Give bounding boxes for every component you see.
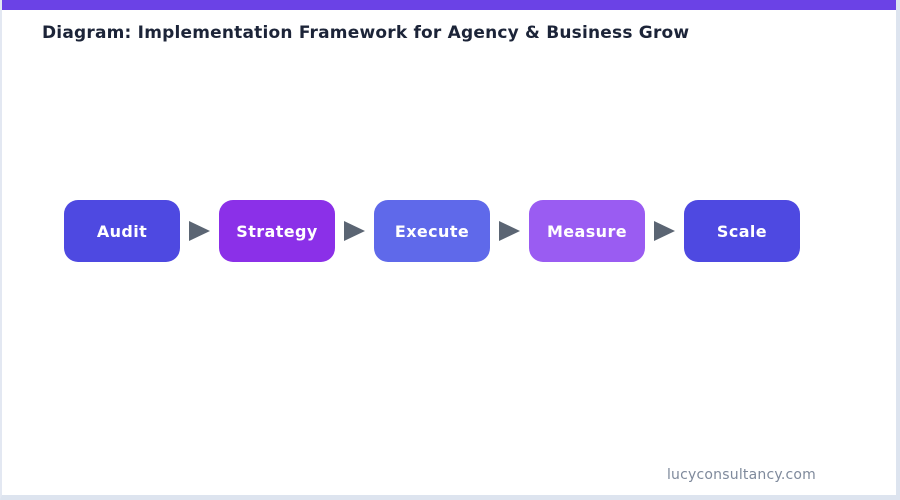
flow-step-label: Audit bbox=[96, 221, 148, 241]
flow-row: Audit Strategy Execute Measure Scale bbox=[64, 200, 800, 262]
arrow-right-icon bbox=[189, 221, 210, 241]
footer-website-text: lucyconsultancy.com bbox=[666, 467, 816, 483]
flow-step-label: Strategy bbox=[236, 221, 318, 241]
flow-step-box: Measure bbox=[529, 200, 645, 262]
flow-step-box: Scale bbox=[684, 200, 800, 262]
flow-step-label: Measure bbox=[546, 221, 628, 241]
arrow-right-icon bbox=[654, 221, 675, 241]
top-accent-bar bbox=[2, 0, 896, 10]
flow-step-box: Audit bbox=[64, 200, 180, 262]
flow-step-box: Execute bbox=[374, 200, 490, 262]
page-title: Diagram: Implementation Framework for Ag… bbox=[42, 23, 690, 43]
flow-step-label: Execute bbox=[394, 221, 470, 241]
arrow-right-icon bbox=[499, 221, 520, 241]
flow-step-box: Strategy bbox=[219, 200, 335, 262]
arrow-right-icon bbox=[344, 221, 365, 241]
flow-step-label: Scale bbox=[716, 221, 768, 241]
